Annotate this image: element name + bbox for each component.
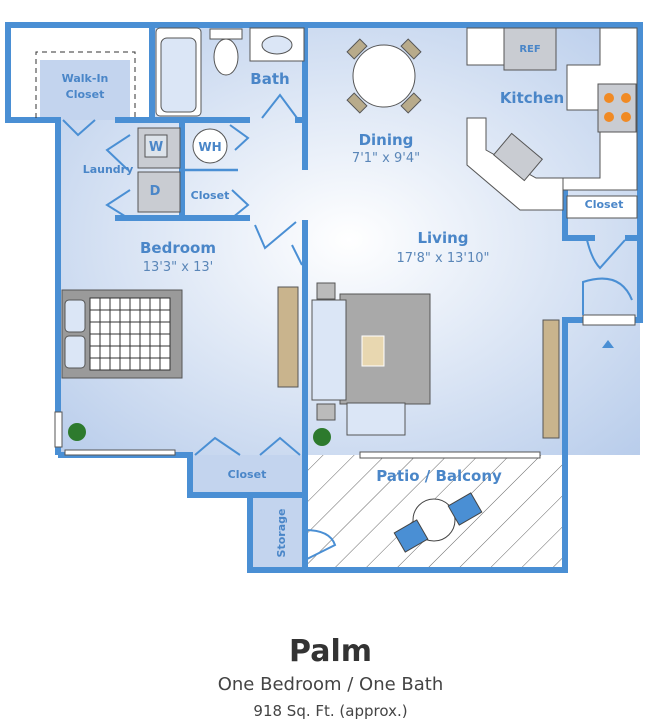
laundry-label: Laundry: [83, 163, 134, 176]
sofa-set: [311, 282, 431, 436]
walls: [5, 22, 643, 573]
bed: [61, 289, 183, 379]
washer-label: W: [149, 140, 163, 155]
patio-furniture: [393, 492, 483, 553]
patio-label: Patio / Balcony: [376, 467, 502, 485]
sink: [249, 27, 305, 62]
closet-shelf: [35, 51, 136, 118]
toilet: [209, 28, 243, 76]
floor-plan-name: Palm: [289, 634, 372, 669]
walkin-closet-label-2: Closet: [66, 88, 105, 101]
water-heater: [192, 128, 228, 164]
hall-closet-label: Closet: [191, 189, 230, 202]
kitchen-closet-label: Closet: [585, 198, 624, 211]
bedroom-label: Bedroom: [140, 239, 216, 257]
dining-table: [346, 38, 422, 114]
floor-plan-type: One Bedroom / One Bath: [217, 674, 444, 695]
dresser: [277, 286, 299, 388]
water-heater-label: WH: [198, 140, 221, 154]
dryer-label: D: [150, 184, 161, 199]
dining-dimensions: 7'1" x 9'4": [352, 151, 420, 166]
door-swings: [62, 93, 633, 561]
floor-plan-area: 918 Sq. Ft. (approx.): [253, 702, 408, 720]
dining-label: Dining: [359, 131, 414, 149]
plant-icon: [68, 423, 331, 446]
bedroom-dimensions: 13'3" x 13': [143, 260, 213, 275]
storage-label: Storage: [275, 509, 288, 558]
bathtub: [155, 27, 202, 117]
tv-stand: [542, 319, 560, 439]
bath-label: Bath: [250, 70, 289, 88]
kitchen-label: Kitchen: [500, 89, 564, 107]
living-dimensions: 17'8" x 13'10": [397, 251, 490, 266]
floor-plan: Walk-In Closet Bath Laundry W D WH Close…: [5, 22, 643, 573]
washer: [137, 127, 181, 169]
kitchen-sink: [492, 132, 544, 182]
stove: [597, 83, 637, 133]
ref-label: REF: [519, 44, 540, 55]
walkin-closet-label: Walk-In: [62, 72, 109, 85]
living-label: Living: [417, 229, 468, 247]
dryer: [137, 171, 181, 213]
bedroom-closet-label: Closet: [228, 468, 267, 481]
refrigerator: [503, 27, 557, 71]
kitchen-counters: [466, 27, 638, 219]
